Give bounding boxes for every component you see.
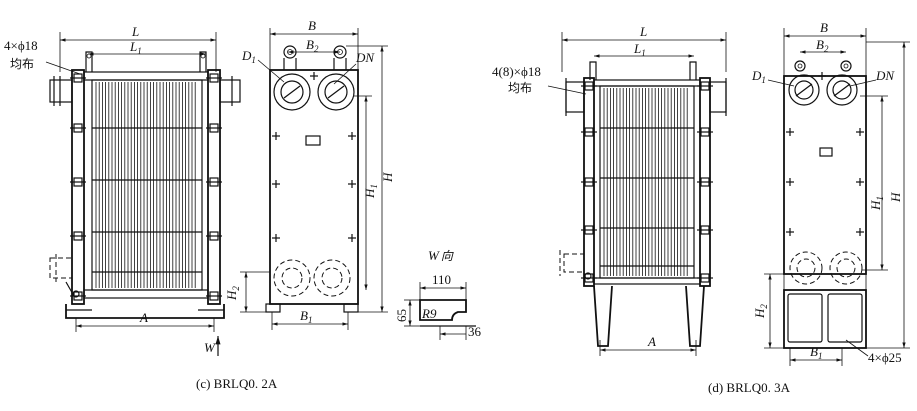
- r-dim-A-label: A: [647, 334, 656, 349]
- dim-L1-label: L1: [129, 39, 142, 56]
- movable-plate: [207, 69, 221, 305]
- right-side-view: B B2 D1 DN B1 4×ϕ25: [751, 20, 910, 366]
- port-top-right: [317, 73, 355, 111]
- r-dim-L1-label: L1: [633, 41, 646, 58]
- dim-D1-label: D1: [241, 48, 256, 65]
- hole-note-cn: 均布: [10, 57, 34, 71]
- r-dim-B1-label: B1: [810, 344, 822, 361]
- fixed-plate: [71, 69, 85, 305]
- r-dim-B2-label: B2: [816, 37, 829, 54]
- r-bolt-note: 4×ϕ25: [868, 350, 902, 365]
- r-dim-D1-label: D1: [751, 68, 766, 85]
- hole-note: 4×ϕ18: [4, 38, 38, 53]
- left-side-view: B B2 D1 DN: [224, 18, 395, 330]
- r-hole-note-cn: 均布: [508, 81, 532, 95]
- right-front-view: L L1 4(8)×ϕ18 均布 A: [492, 24, 727, 356]
- dim-H-label: H: [380, 172, 395, 183]
- dim-B2-label: B2: [306, 37, 319, 54]
- bottom-bar: [83, 289, 209, 299]
- base-feet: [65, 304, 225, 319]
- plate-lines: [92, 82, 202, 288]
- r-dim-B-label: B: [820, 20, 828, 35]
- r-dim-H1-label: H1: [868, 196, 885, 211]
- r-dim-H-label: H: [888, 192, 903, 203]
- r-clamp-bolts: [581, 81, 713, 283]
- lower-nozzle: [49, 257, 73, 279]
- r-dim-L-label: L: [639, 24, 647, 39]
- dim-A-label: A: [139, 310, 148, 325]
- r-plate-lines: [600, 88, 694, 276]
- dim-H2-label: H2: [224, 286, 241, 301]
- caption-right: (d) BRLQ0. 3A: [708, 380, 791, 395]
- outlet-nozzle: [219, 79, 241, 103]
- w-dim-36: 36: [468, 324, 482, 339]
- dim-DN-label: DN: [355, 50, 375, 65]
- left-front-view: L L1 4×ϕ18 均布: [4, 24, 241, 356]
- caption-left: (c) BRLQ0. 2A: [196, 376, 278, 391]
- dim-H1-label: H1: [362, 184, 379, 199]
- dim-B-label: B: [308, 18, 316, 33]
- nameplate: [305, 135, 321, 146]
- w-dim-R9: R9: [421, 306, 437, 321]
- dim-L-label: L: [131, 24, 139, 39]
- view-arrow-label: W: [204, 340, 216, 355]
- clamp-bolts: [70, 73, 222, 301]
- port-top-left: [273, 73, 311, 111]
- inlet-nozzle: [49, 79, 73, 103]
- plate-pack: [91, 79, 203, 291]
- r-dim-DN-label: DN: [875, 68, 895, 83]
- port-bottom-right: [313, 259, 351, 297]
- port-bottom-left: [273, 259, 311, 297]
- dim-B1-label: B1: [300, 308, 312, 325]
- w-dim-65: 65: [394, 309, 409, 322]
- w-dim-110: 110: [432, 272, 451, 287]
- top-bar: [83, 71, 209, 81]
- foot-profile: [419, 299, 467, 321]
- side-frame: [269, 69, 359, 305]
- r-dim-H2-label: H2: [752, 304, 769, 319]
- r-hole-note: 4(8)×ϕ18: [492, 64, 541, 79]
